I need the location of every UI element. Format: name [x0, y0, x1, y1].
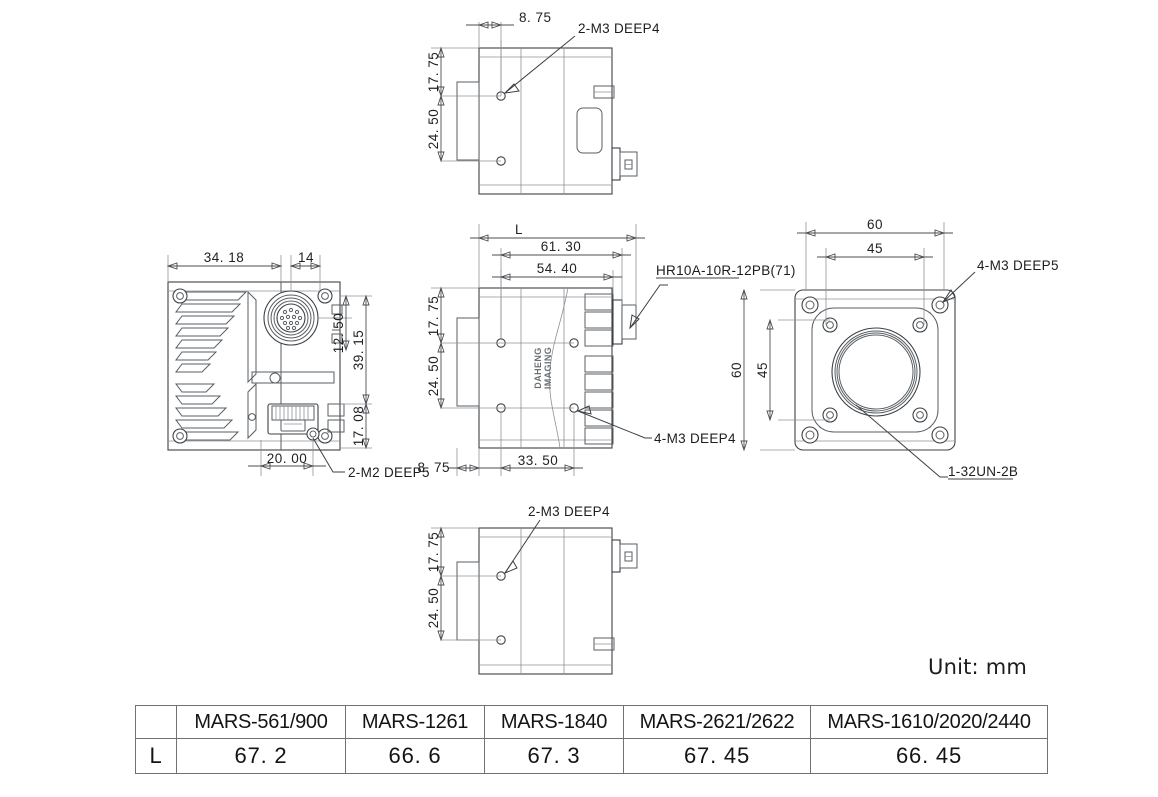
left-dim-39-15: 39. 15 [351, 330, 366, 371]
table-row-label-L: L [135, 738, 177, 774]
table-value-3: 67. 45 [623, 738, 811, 774]
left-side-view: 34. 18 14 39. 15 12. 50 17. 08 20. 00 [166, 250, 430, 480]
unit-note: Unit: mm [928, 655, 1028, 679]
brand-logo-line1: DAHENG [533, 347, 543, 388]
table-value-2: 67. 3 [484, 738, 624, 774]
rj45-contacts [275, 406, 309, 420]
front-dim-45-h: 45 [867, 241, 883, 256]
center-dim-24-50: 24. 50 [426, 356, 441, 397]
center-dim-L: L [515, 222, 523, 237]
front-dim-45-v: 45 [755, 362, 770, 378]
top-view: 8. 75 17. 75 24. 50 2-M3 DEEP4 [426, 10, 660, 195]
table-value-1: 66. 6 [345, 738, 485, 774]
top-dim-24-50: 24. 50 [426, 109, 441, 150]
center-dim-61-30: 61. 30 [541, 239, 582, 254]
center-side-view: DAHENG IMAGING L 61. 30 54. 40 17. 75 24 [417, 222, 795, 476]
table-header-3: MARS-2621/2622 [623, 705, 811, 739]
table-header-1: MARS-1261 [345, 705, 485, 739]
left-dim-20-00: 20. 00 [267, 451, 308, 466]
left-dim-34-18: 34. 18 [204, 250, 245, 265]
bottom-dim-17-75: 17. 75 [426, 532, 441, 573]
center-dim-17-75: 17. 75 [426, 296, 441, 337]
bottom-callout-2-m3-deep4: 2-M3 DEEP4 [528, 504, 610, 519]
front-dim-60-v: 60 [729, 362, 744, 378]
spec-table: MARS-561/900 MARS-1261 MARS-1840 MARS-26… [135, 705, 1048, 774]
table-value-0: 67. 2 [176, 738, 346, 774]
left-callout-2-m2-deep5: 2-M2 DEEP5 [348, 465, 430, 480]
front-dim-60-h: 60 [867, 217, 883, 232]
connector-pins [279, 307, 303, 331]
bottom-view: 17. 75 24. 50 2-M3 DEEP4 [426, 504, 638, 675]
center-dim-33-50: 33. 50 [518, 453, 559, 468]
left-dim-14: 14 [298, 250, 314, 265]
left-dim-17-08: 17. 08 [351, 406, 366, 447]
center-dim-8-75: 8. 75 [417, 460, 450, 475]
top-dim-8-75: 8. 75 [519, 10, 552, 25]
top-callout-2-m3-deep4: 2-M3 DEEP4 [578, 21, 660, 36]
center-dim-54-40: 54. 40 [537, 261, 578, 276]
table-value-row: L 67. 2 66. 6 67. 3 67. 45 66. 45 [135, 738, 1048, 774]
table-header-4: MARS-1610/2020/2440 [810, 705, 1048, 739]
table-corner-blank [135, 705, 177, 739]
right-fins-lower [584, 355, 614, 445]
center-callout-4-m3-deep4: 4-M3 DEEP4 [654, 431, 736, 446]
bottom-dim-24-50: 24. 50 [426, 588, 441, 629]
left-dim-12-50: 12. 50 [331, 313, 346, 354]
brand-logo-line2: IMAGING [543, 347, 553, 389]
table-header-2: MARS-1840 [484, 705, 624, 739]
front-face-view: 60 45 60 45 4-M3 DEEP5 1-32UN-2B [729, 217, 1059, 480]
front-callout-4-m3-deep5: 4-M3 DEEP5 [977, 258, 1059, 273]
top-dim-17-75: 17. 75 [426, 52, 441, 93]
table-header-0: MARS-561/900 [176, 705, 346, 739]
table-value-4: 66. 45 [810, 738, 1048, 774]
front-callout-1-32un-2b: 1-32UN-2B [948, 464, 1018, 479]
table-header-row: MARS-561/900 MARS-1261 MARS-1840 MARS-26… [135, 705, 1048, 739]
center-callout-hr10a: HR10A-10R-12PB(71) [656, 263, 796, 278]
